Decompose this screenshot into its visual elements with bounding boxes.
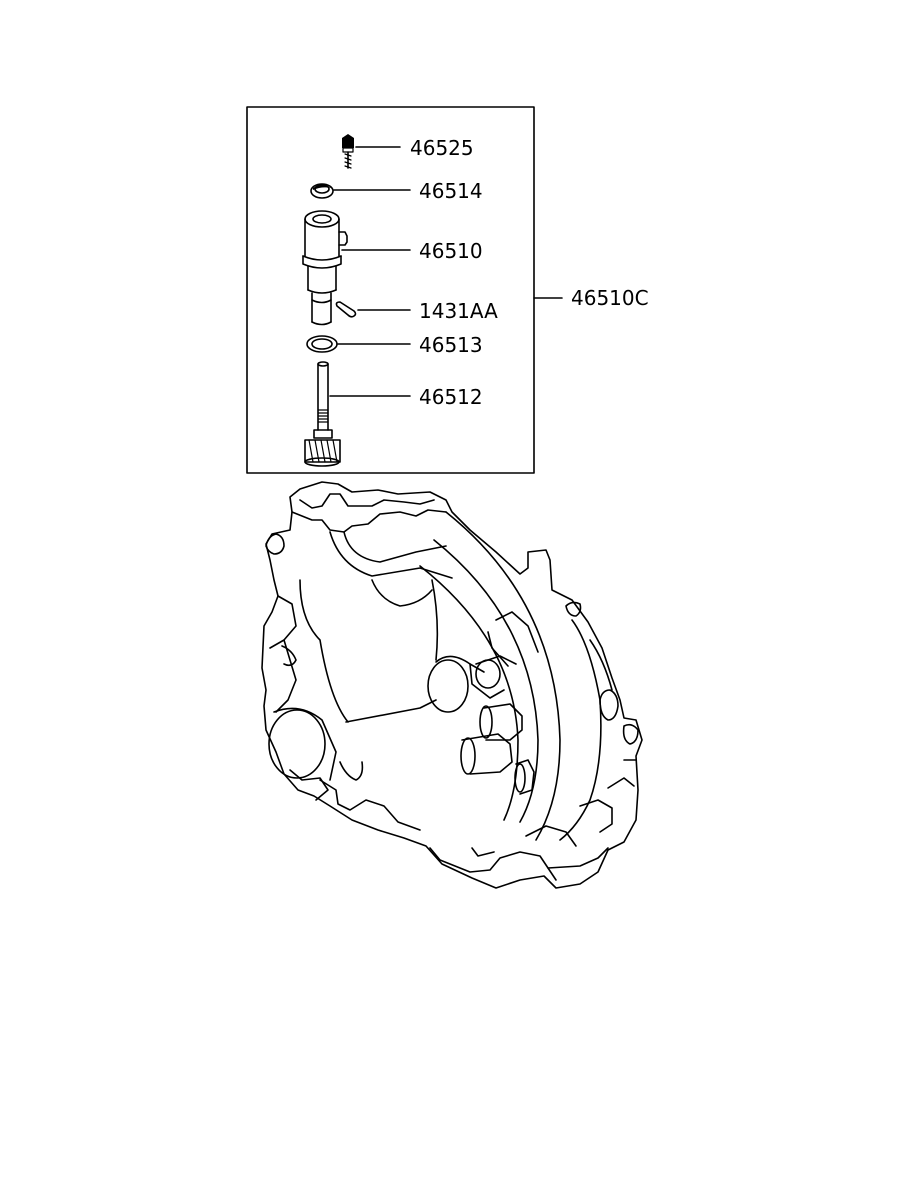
- part-number-46510: 46510: [419, 239, 483, 263]
- transmission-case-icon: [261, 481, 643, 889]
- sleeve-icon: [302, 210, 348, 326]
- bolt-icon: [342, 134, 354, 169]
- part-number-46512: 46512: [419, 385, 483, 409]
- oil-seal-icon: [310, 183, 334, 199]
- assembly-box: [246, 106, 535, 474]
- driven-gear-icon: [304, 361, 341, 467]
- pin-icon: [335, 301, 357, 318]
- o-ring-icon: [306, 335, 338, 353]
- assembly-label: 46510C: [571, 286, 649, 310]
- part-number-46513: 46513: [419, 333, 483, 357]
- part-number-46525: 46525: [410, 136, 474, 160]
- part-number-46514: 46514: [419, 179, 483, 203]
- part-number-1431AA: 1431AA: [419, 299, 498, 323]
